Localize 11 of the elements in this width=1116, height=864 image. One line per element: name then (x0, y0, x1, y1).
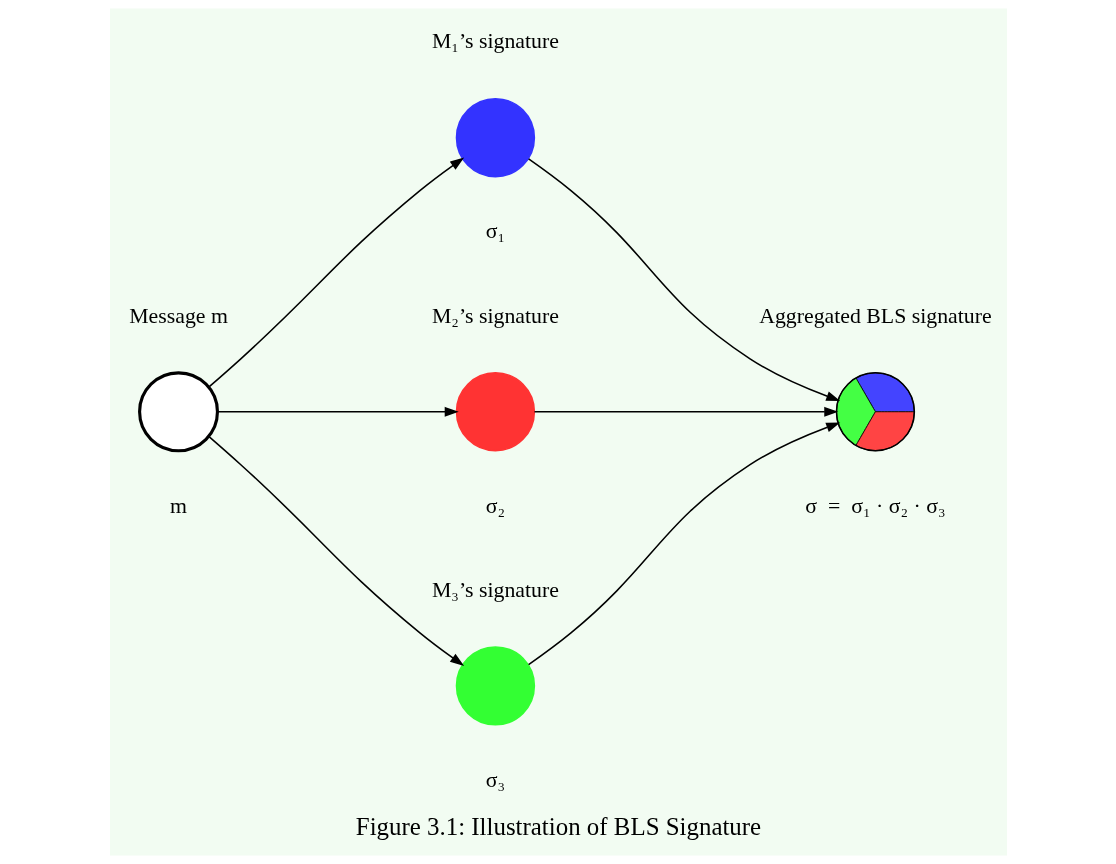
node-label: M₂’s signature (431, 303, 559, 328)
node-label: M₃’s signature (431, 577, 559, 602)
node-label: σ₃ (485, 767, 505, 792)
node-label: σ₂ (485, 493, 505, 518)
caption: Figure 3.1: Illustration of BLS Signature (355, 813, 761, 841)
node-label: Aggregated BLS signature (758, 303, 992, 328)
node-label: m (169, 493, 187, 518)
node-label: σ = σ₁ · σ₂ · σ₃ (804, 493, 946, 518)
node-label: σ₁ (485, 219, 505, 244)
node-label: Message m (128, 303, 228, 328)
node-label: M₁’s signature (431, 29, 559, 54)
